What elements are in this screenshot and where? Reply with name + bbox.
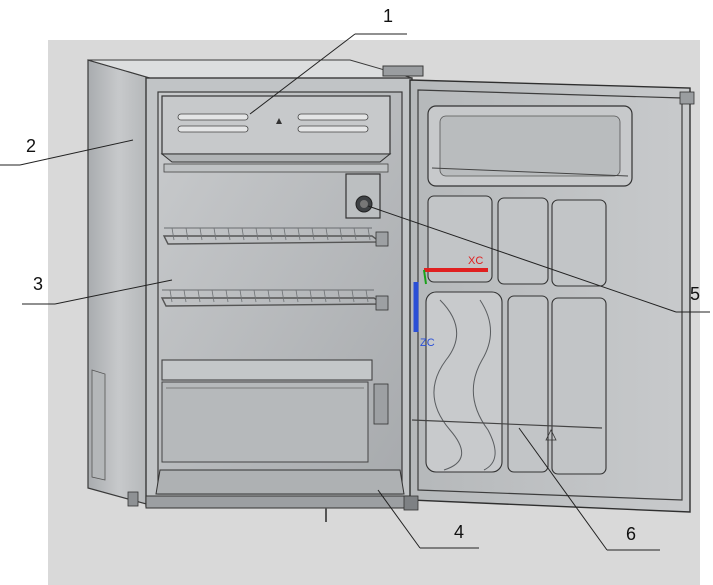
shelf-wire <box>351 289 355 303</box>
shelf-wire <box>255 227 259 241</box>
door-can-holder <box>425 291 503 473</box>
shelf-wire <box>183 289 187 303</box>
freezer-vent-left <box>177 113 249 121</box>
shelf-wire <box>269 227 273 241</box>
leader-line-2-diag <box>19 139 134 166</box>
cabinet-side-vent <box>91 369 106 481</box>
crisper-cover <box>161 359 373 381</box>
shelf-bracket-lower <box>373 383 389 425</box>
shelf-wire <box>323 289 327 303</box>
shelf-bracket-upper <box>375 231 389 247</box>
shelf-wire <box>227 227 231 241</box>
callout-4: 4 <box>454 522 464 542</box>
thermostat-knob-cap <box>360 200 368 208</box>
leader-line-6 <box>518 427 608 551</box>
shelf-wire <box>281 289 285 303</box>
shelf-wire <box>253 289 257 303</box>
shelf-wire <box>267 289 271 303</box>
door-warning-mark <box>545 429 557 441</box>
crisper-body <box>161 381 369 463</box>
leader-line-5 <box>367 205 677 313</box>
door-hinge-top <box>679 91 695 105</box>
leader-line-1-diag <box>249 33 356 115</box>
door-bin-mid-left <box>497 197 549 285</box>
shelf-wire <box>339 227 343 241</box>
shelf-wire <box>353 227 357 241</box>
shelf-wire <box>169 289 173 303</box>
shelf-wire <box>213 227 217 241</box>
callout-2: 2 <box>26 136 36 156</box>
door-bin-top-rail <box>431 167 629 177</box>
shelf-wire <box>171 227 175 241</box>
callout-3: 3 <box>33 274 43 294</box>
shelf-wire <box>295 289 299 303</box>
foot-left <box>127 491 139 507</box>
cad-axes: XC ZC <box>413 255 488 349</box>
door-egg-tray-left <box>427 195 493 283</box>
cabinet-floor <box>155 469 405 495</box>
shelf-wire <box>297 227 301 241</box>
callout-1: 1 <box>383 6 393 26</box>
door-can-holder-wave <box>433 299 462 471</box>
door <box>403 79 695 513</box>
freezer-vent-right <box>297 113 369 121</box>
door-gasket <box>417 89 683 501</box>
shelf-bracket-middle <box>375 295 389 311</box>
freezer-compartment <box>160 95 392 163</box>
leader-lines <box>0 33 710 551</box>
callout-5: 5 <box>690 284 700 304</box>
shelf-wire <box>199 227 203 241</box>
shelf-wire <box>241 227 245 241</box>
shelf-wire <box>197 289 201 303</box>
callout-6: 6 <box>626 524 636 544</box>
shelf-wire <box>283 227 287 241</box>
freezer-vent-right-2 <box>297 125 369 133</box>
drip-tray <box>163 163 389 173</box>
callout-labels: 1 2 3 4 5 6 <box>26 6 700 544</box>
axis-x-label: XC <box>468 255 483 267</box>
shelf-wire <box>365 289 369 303</box>
shelf-wire <box>239 289 243 303</box>
freezer-door-lip <box>160 153 392 163</box>
door-bin-lower-right <box>551 297 607 475</box>
door-retainer-bar <box>411 419 603 429</box>
freezer-logo-mark <box>276 118 282 124</box>
axis-z-label: ZC <box>420 337 435 349</box>
shelf-wire <box>367 227 371 241</box>
door-hinge-bottom <box>403 495 419 511</box>
shelf-wire <box>337 289 341 303</box>
axis-y-line <box>423 269 427 285</box>
shelf-wire <box>185 227 189 241</box>
door-bin-lower-left <box>507 295 549 473</box>
shelf-wire <box>311 227 315 241</box>
shelf-wire <box>211 289 215 303</box>
thermostat-housing <box>345 173 381 219</box>
freezer-box <box>161 95 391 155</box>
shelf-wire-ticks <box>169 227 371 303</box>
door-bin-top-inner <box>439 115 621 177</box>
shelf-wire <box>225 289 229 303</box>
hinge-top <box>382 65 424 77</box>
door-can-holder-wave-2 <box>472 299 496 471</box>
door-bin-mid-right <box>551 199 607 287</box>
shelf-wire <box>325 227 329 241</box>
leader-line-4 <box>377 489 421 549</box>
freezer-vent-left-2 <box>177 125 249 133</box>
door-gasket-bottom <box>145 495 411 509</box>
shelf-wire <box>309 289 313 303</box>
leader-line-3-diag <box>54 279 173 305</box>
crisper-drawer <box>161 359 373 463</box>
